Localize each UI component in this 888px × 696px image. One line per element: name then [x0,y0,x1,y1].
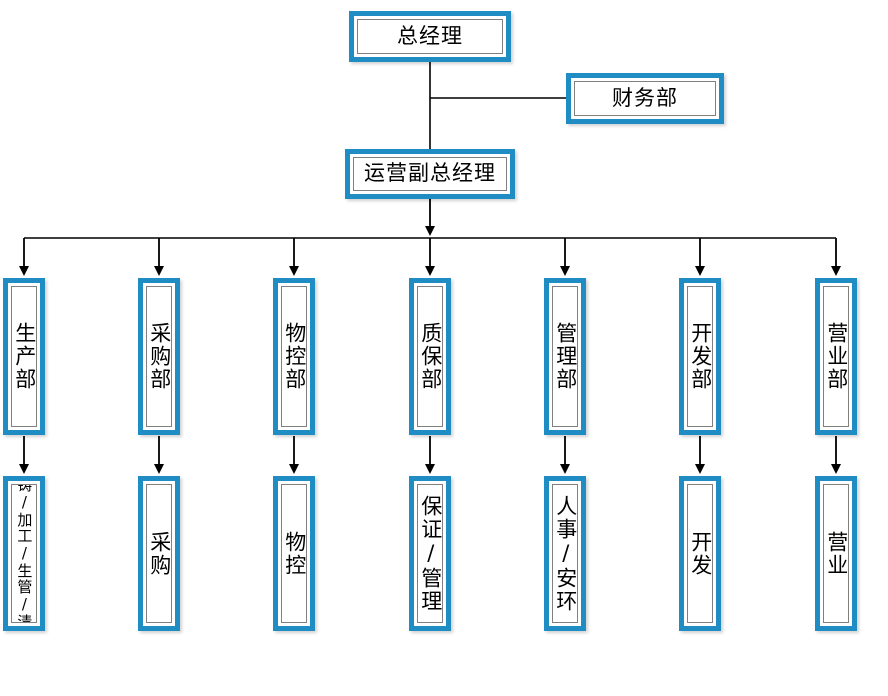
node-sub-quality[interactable]: 保证/管理 [409,476,451,631]
node-sub-quality-label: 保证/管理 [418,494,443,613]
node-sub-development-label: 开发 [688,530,713,577]
node-finance-department[interactable]: 财务部 [566,73,724,124]
node-dept-purchasing-label: 采购部 [147,322,172,391]
node-sub-purchasing[interactable]: 采购 [138,476,180,631]
node-dept-sales-label: 营业部 [824,322,849,391]
node-dept-purchasing[interactable]: 采购部 [138,278,180,435]
node-dept-development-label: 开发部 [688,322,713,391]
node-finance-department-inner: 财务部 [574,81,716,116]
node-dept-development-inner: 开发部 [687,286,713,427]
node-dept-management-label: 管理部 [553,322,578,391]
node-sub-material-control-label: 物控 [282,530,307,577]
node-sub-sales[interactable]: 营业 [815,476,857,631]
node-dept-material-control[interactable]: 物控部 [273,278,315,435]
node-sub-production-inner: 压铸/加工/生管/清整 [11,484,37,623]
node-sub-purchasing-inner: 采购 [146,484,172,623]
node-sub-management-label: 人事/安环 [553,494,578,613]
node-sub-sales-inner: 营业 [823,484,849,623]
node-dept-sales[interactable]: 营业部 [815,278,857,435]
node-dept-management[interactable]: 管理部 [544,278,586,435]
node-sub-sales-label: 营业 [824,530,849,577]
node-general-manager[interactable]: 总经理 [349,11,511,62]
node-sub-development[interactable]: 开发 [679,476,721,631]
node-dept-production-inner: 生产部 [11,286,37,427]
node-dept-purchasing-inner: 采购部 [146,286,172,427]
node-sub-production[interactable]: 压铸/加工/生管/清整 [3,476,45,631]
node-dept-sales-inner: 营业部 [823,286,849,427]
node-sub-management-inner: 人事/安环 [552,484,578,623]
node-sub-purchasing-label: 采购 [147,530,172,577]
node-sub-material-control-inner: 物控 [281,484,307,623]
node-dept-production[interactable]: 生产部 [3,278,45,435]
node-general-manager-inner: 总经理 [357,19,503,54]
node-dept-material-control-inner: 物控部 [281,286,307,427]
node-vice-general-manager-label: 运营副总经理 [364,161,496,186]
node-vice-general-manager[interactable]: 运营副总经理 [345,149,515,199]
node-dept-management-inner: 管理部 [552,286,578,427]
node-dept-production-label: 生产部 [12,322,37,391]
node-sub-management[interactable]: 人事/安环 [544,476,586,631]
node-general-manager-label: 总经理 [397,23,463,48]
node-dept-quality-label: 质保部 [418,322,443,391]
node-sub-development-inner: 开发 [687,484,713,623]
node-dept-quality[interactable]: 质保部 [409,278,451,435]
node-sub-quality-inner: 保证/管理 [417,484,443,623]
node-sub-material-control[interactable]: 物控 [273,476,315,631]
node-dept-quality-inner: 质保部 [417,286,443,427]
node-vice-general-manager-inner: 运营副总经理 [353,157,507,191]
node-dept-development[interactable]: 开发部 [679,278,721,435]
node-finance-department-label: 财务部 [612,85,678,110]
node-dept-material-control-label: 物控部 [282,322,307,391]
node-sub-production-label: 压铸/加工/生管/清整 [15,484,34,623]
